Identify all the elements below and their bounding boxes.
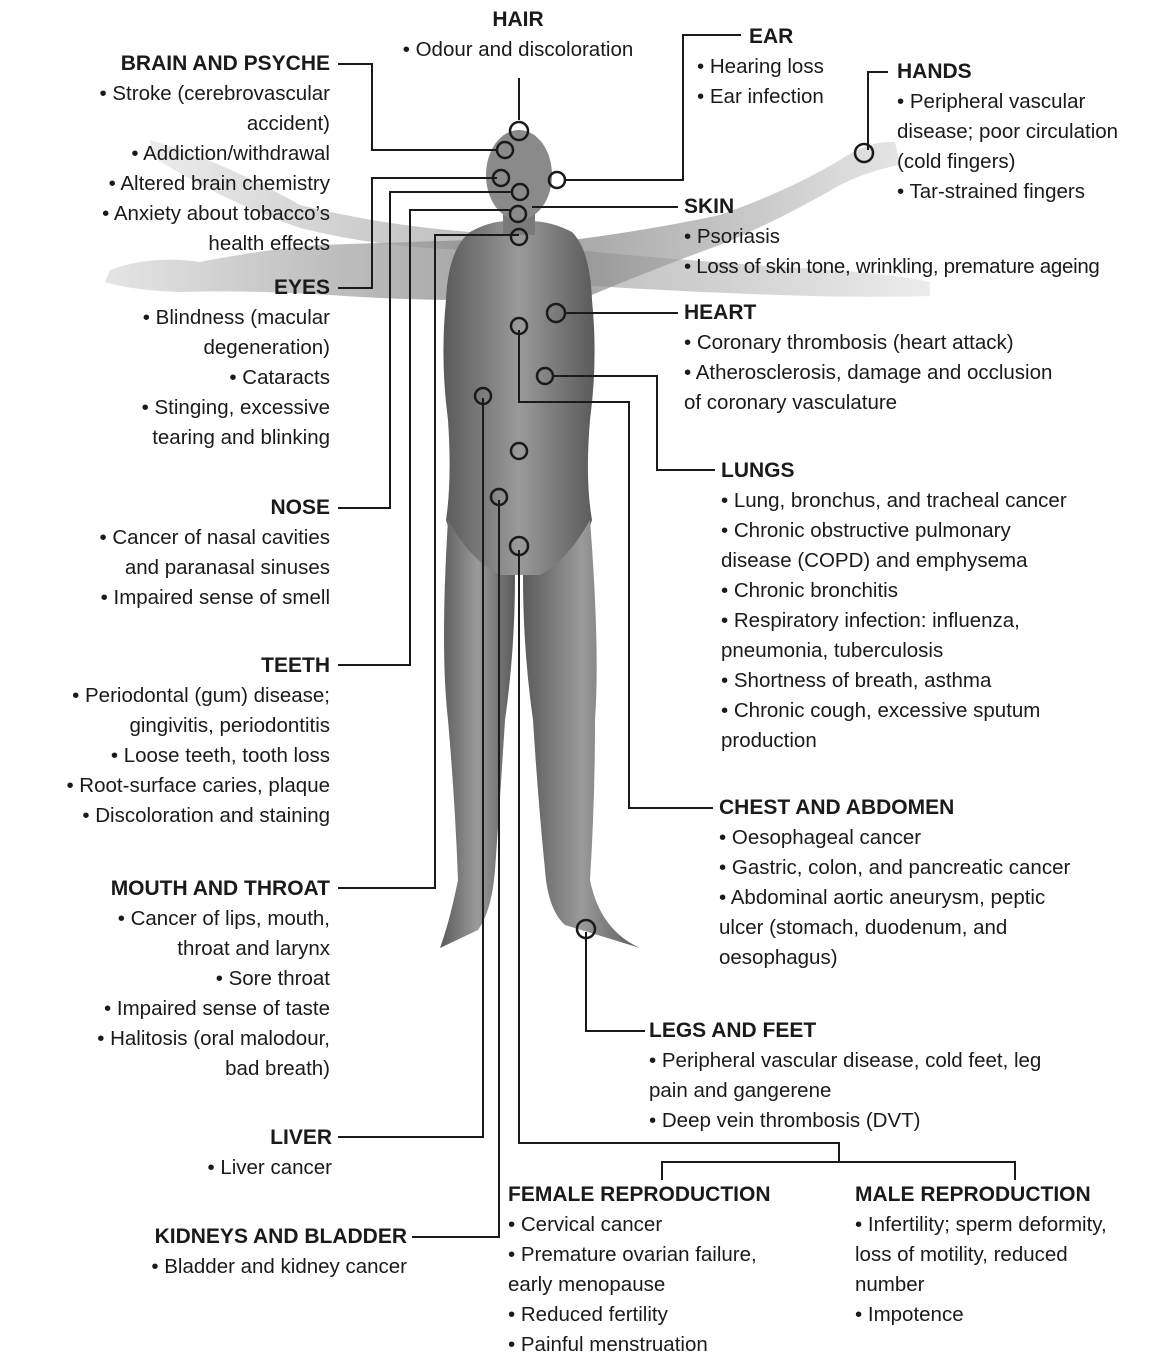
legs-leader bbox=[586, 932, 645, 1031]
chest-title: CHEST AND ABDOMEN bbox=[719, 793, 1169, 823]
lungs-item-4: • Respiratory infection: influenza, pneu… bbox=[721, 606, 1161, 666]
male-block: MALE REPRODUCTION • Infertility; sperm d… bbox=[855, 1180, 1170, 1330]
legs-block: LEGS AND FEET • Peripheral vascular dise… bbox=[649, 1016, 1149, 1136]
left-leg bbox=[440, 520, 515, 948]
hands-leader bbox=[868, 72, 888, 150]
right-leg bbox=[523, 520, 640, 948]
lungs-block: LUNGS • Lung, bronchus, and tracheal can… bbox=[721, 456, 1161, 756]
ear-title: EAR bbox=[697, 22, 824, 52]
kidneys-block: KIDNEYS AND BLADDER • Bladder and kidney… bbox=[60, 1222, 407, 1282]
nose-title: NOSE bbox=[20, 493, 330, 523]
female-block: FEMALE REPRODUCTION • Cervical cancer • … bbox=[508, 1180, 838, 1360]
heart-item-1: • Coronary thrombosis (heart attack) bbox=[684, 328, 1154, 358]
brain-leader bbox=[338, 64, 497, 150]
skin-title: SKIN bbox=[684, 192, 1172, 222]
brain-title: BRAIN AND PSYCHE bbox=[20, 49, 330, 79]
female-item-3: • Reduced fertility bbox=[508, 1300, 838, 1330]
female-item-4: • Painful menstruation bbox=[508, 1330, 838, 1360]
skin-item-2: • Loss of skin tone, wrinkling, prematur… bbox=[684, 252, 1172, 282]
chest-item-2: • Gastric, colon, and pancreatic cancer bbox=[719, 853, 1169, 883]
liver-block: LIVER • Liver cancer bbox=[130, 1123, 332, 1183]
lungs-item-6: • Chronic cough, excessive sputum produc… bbox=[721, 696, 1161, 756]
ear-block: EAR • Hearing loss • Ear infection bbox=[697, 22, 824, 112]
eyes-item-1: • Blindness (macular degeneration) bbox=[40, 303, 330, 363]
lungs-item-3: • Chronic bronchitis bbox=[721, 576, 1161, 606]
teeth-item-3: • Root-surface caries, plaque bbox=[5, 771, 330, 801]
nose-item-2: • Impaired sense of smell bbox=[20, 583, 330, 613]
eyes-item-2: • Cataracts bbox=[40, 363, 330, 393]
brain-item-2: • Addiction/withdrawal bbox=[20, 139, 330, 169]
mouth-block: MOUTH AND THROAT • Cancer of lips, mouth… bbox=[20, 874, 330, 1084]
brain-item-1: • Stroke (cerebrovascular accident) bbox=[20, 79, 330, 139]
mouth-item-4: • Halitosis (oral malodour, bad breath) bbox=[20, 1024, 330, 1084]
brain-item-3: • Altered brain chemistry bbox=[20, 169, 330, 199]
hair-block: HAIR • Odour and discoloration bbox=[358, 5, 678, 65]
hair-item-1: • Odour and discoloration bbox=[358, 35, 678, 65]
heart-block: HEART • Coronary thrombosis (heart attac… bbox=[684, 298, 1154, 418]
skin-item-1: • Psoriasis bbox=[684, 222, 1172, 252]
kidneys-title: KIDNEYS AND BLADDER bbox=[60, 1222, 407, 1252]
brain-block: BRAIN AND PSYCHE • Stroke (cerebrovascul… bbox=[20, 49, 330, 259]
teeth-item-1: • Periodontal (gum) disease; gingivitis,… bbox=[5, 681, 330, 741]
heart-item-2: • Atherosclerosis, damage and occlusion … bbox=[684, 358, 1154, 418]
eyes-title: EYES bbox=[40, 273, 330, 303]
hair-title: HAIR bbox=[358, 5, 678, 35]
heart-title: HEART bbox=[684, 298, 1154, 328]
legs-title: LEGS AND FEET bbox=[649, 1016, 1149, 1046]
male-title: MALE REPRODUCTION bbox=[855, 1180, 1170, 1210]
mouth-item-3: • Impaired sense of taste bbox=[20, 994, 330, 1024]
liver-item-1: • Liver cancer bbox=[130, 1153, 332, 1183]
kidneys-item-1: • Bladder and kidney cancer bbox=[60, 1252, 407, 1282]
teeth-block: TEETH • Periodontal (gum) disease; gingi… bbox=[5, 651, 330, 831]
chest-block: CHEST AND ABDOMEN • Oesophageal cancer •… bbox=[719, 793, 1169, 973]
hands-title: HANDS bbox=[897, 57, 1169, 87]
mouth-item-2: • Sore throat bbox=[20, 964, 330, 994]
female-item-2: • Premature ovarian failure, early menop… bbox=[508, 1240, 838, 1300]
female-item-1: • Cervical cancer bbox=[508, 1210, 838, 1240]
brain-item-4: • Anxiety about tobacco’s health effects bbox=[20, 199, 330, 259]
chest-item-3: • Abdominal aortic aneurysm, peptic ulce… bbox=[719, 883, 1169, 973]
teeth-item-2: • Loose teeth, tooth loss bbox=[5, 741, 330, 771]
male-item-2: • Impotence bbox=[855, 1300, 1170, 1330]
hands-block: HANDS • Peripheral vascular disease; poo… bbox=[897, 57, 1169, 207]
female-title: FEMALE REPRODUCTION bbox=[508, 1180, 838, 1210]
legs-item-1: • Peripheral vascular disease, cold feet… bbox=[649, 1046, 1149, 1106]
lungs-title: LUNGS bbox=[721, 456, 1161, 486]
ear-item-1: • Hearing loss bbox=[697, 52, 824, 82]
lungs-item-5: • Shortness of breath, asthma bbox=[721, 666, 1161, 696]
male-item-1: • Infertility; sperm deformity, loss of … bbox=[855, 1210, 1170, 1300]
nose-item-1: • Cancer of nasal cavities and paranasal… bbox=[20, 523, 330, 583]
hands-item-1: • Peripheral vascular disease; poor circ… bbox=[897, 87, 1169, 177]
mouth-title: MOUTH AND THROAT bbox=[20, 874, 330, 904]
lungs-item-1: • Lung, bronchus, and tracheal cancer bbox=[721, 486, 1161, 516]
teeth-item-4: • Discoloration and staining bbox=[5, 801, 330, 831]
eyes-block: EYES • Blindness (macular degeneration) … bbox=[40, 273, 330, 453]
ear-item-2: • Ear infection bbox=[697, 82, 824, 112]
teeth-title: TEETH bbox=[5, 651, 330, 681]
chest-item-1: • Oesophageal cancer bbox=[719, 823, 1169, 853]
liver-title: LIVER bbox=[130, 1123, 332, 1153]
nose-block: NOSE • Cancer of nasal cavities and para… bbox=[20, 493, 330, 613]
eyes-item-3: • Stinging, excessive tearing and blinki… bbox=[40, 393, 330, 453]
legs-item-2: • Deep vein thrombosis (DVT) bbox=[649, 1106, 1149, 1136]
skin-block: SKIN • Psoriasis • Loss of skin tone, wr… bbox=[684, 192, 1172, 282]
mouth-item-1: • Cancer of lips, mouth, throat and lary… bbox=[20, 904, 330, 964]
lungs-item-2: • Chronic obstructive pulmonary disease … bbox=[721, 516, 1161, 576]
